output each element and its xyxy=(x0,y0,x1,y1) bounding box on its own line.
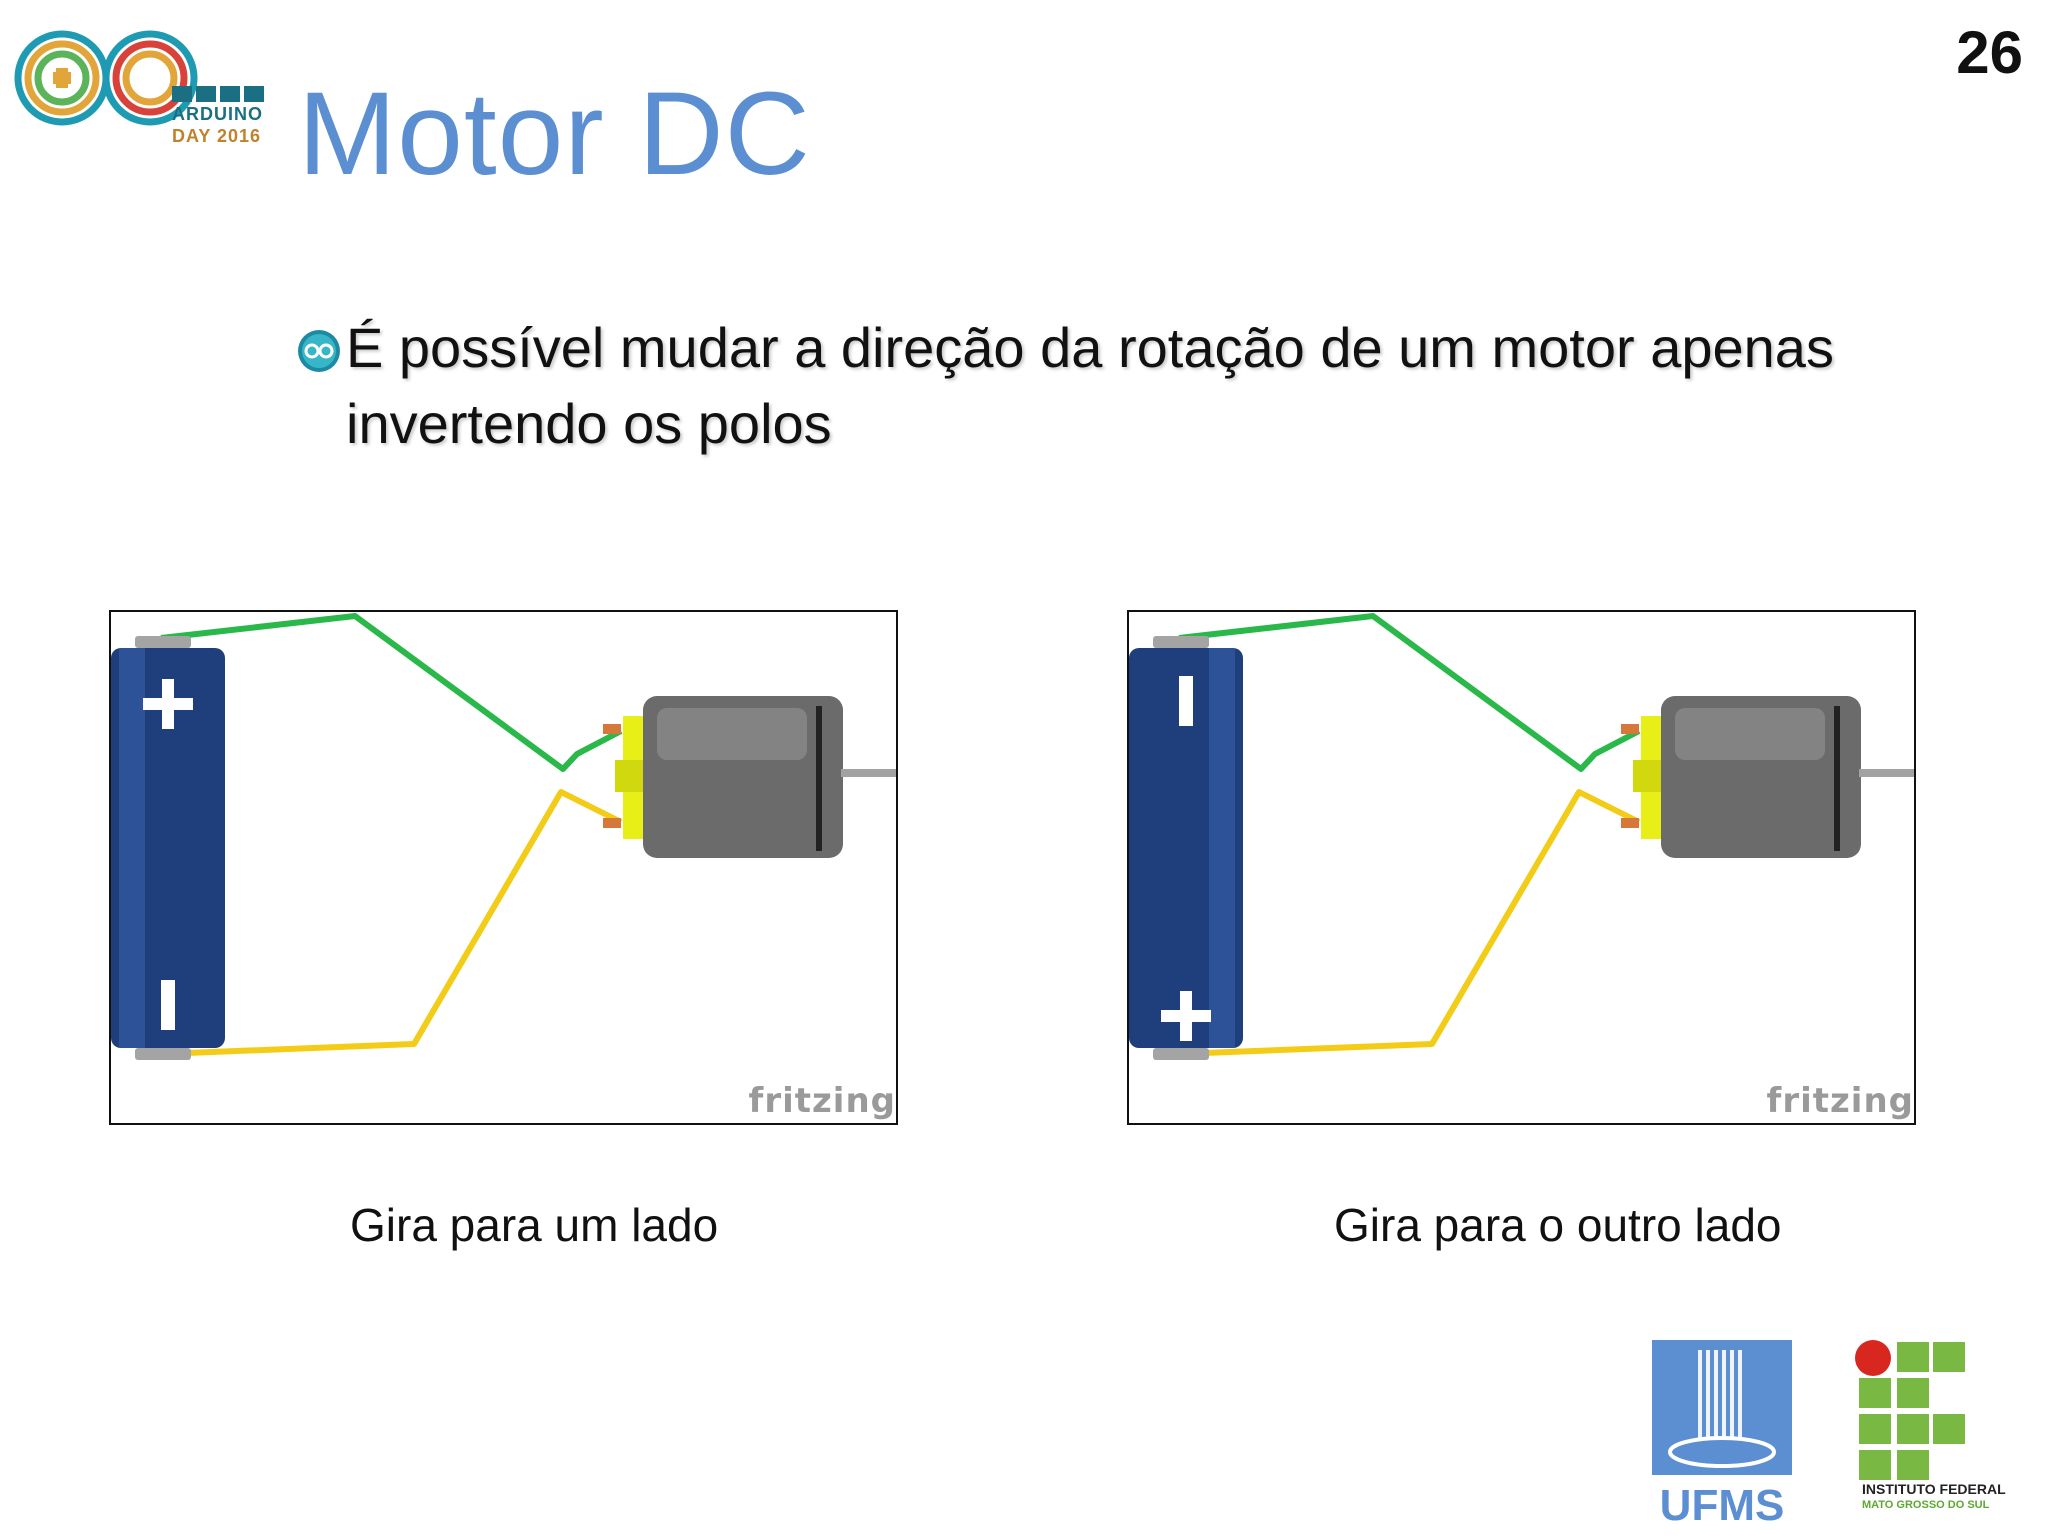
ufms-logo: UFMS xyxy=(1652,1340,1792,1526)
motor-left xyxy=(603,696,896,858)
ufms-logo-text: UFMS xyxy=(1660,1481,1785,1526)
circuit-diagram-left xyxy=(111,613,896,1060)
infinity-bullet-icon xyxy=(298,330,340,372)
circuit-figure-left: fritzing xyxy=(109,610,898,1125)
ifms-logo-text: INSTITUTO FEDERAL xyxy=(1862,1481,2006,1497)
caption-right: Gira para o outro lado xyxy=(1334,1199,1782,1251)
caption-left: Gira para um lado xyxy=(350,1199,719,1251)
arduino-logo-text: ARDUINO xyxy=(172,104,263,124)
arduino-day-logo xyxy=(14,30,264,126)
battery-right xyxy=(1129,636,1243,1060)
fritzing-watermark: fritzing xyxy=(748,1081,896,1121)
circuit-diagram-right xyxy=(1129,613,1914,1060)
slide-title: Motor DC xyxy=(298,68,811,200)
fritzing-watermark: fritzing xyxy=(1766,1081,1914,1121)
bullet-text: É possível mudar a direção da rotação de… xyxy=(346,316,1834,455)
circuit-figure-right: fritzing xyxy=(1127,610,1916,1125)
arduino-logo-year: DAY 2016 xyxy=(172,126,262,146)
ifms-logo-subtext: MATO GROSSO DO SUL xyxy=(1862,1499,1990,1511)
slide-number: 26 xyxy=(1956,19,2023,86)
battery-left xyxy=(111,636,225,1060)
motor-right xyxy=(1621,696,1914,858)
ifms-logo xyxy=(1855,1340,1965,1480)
